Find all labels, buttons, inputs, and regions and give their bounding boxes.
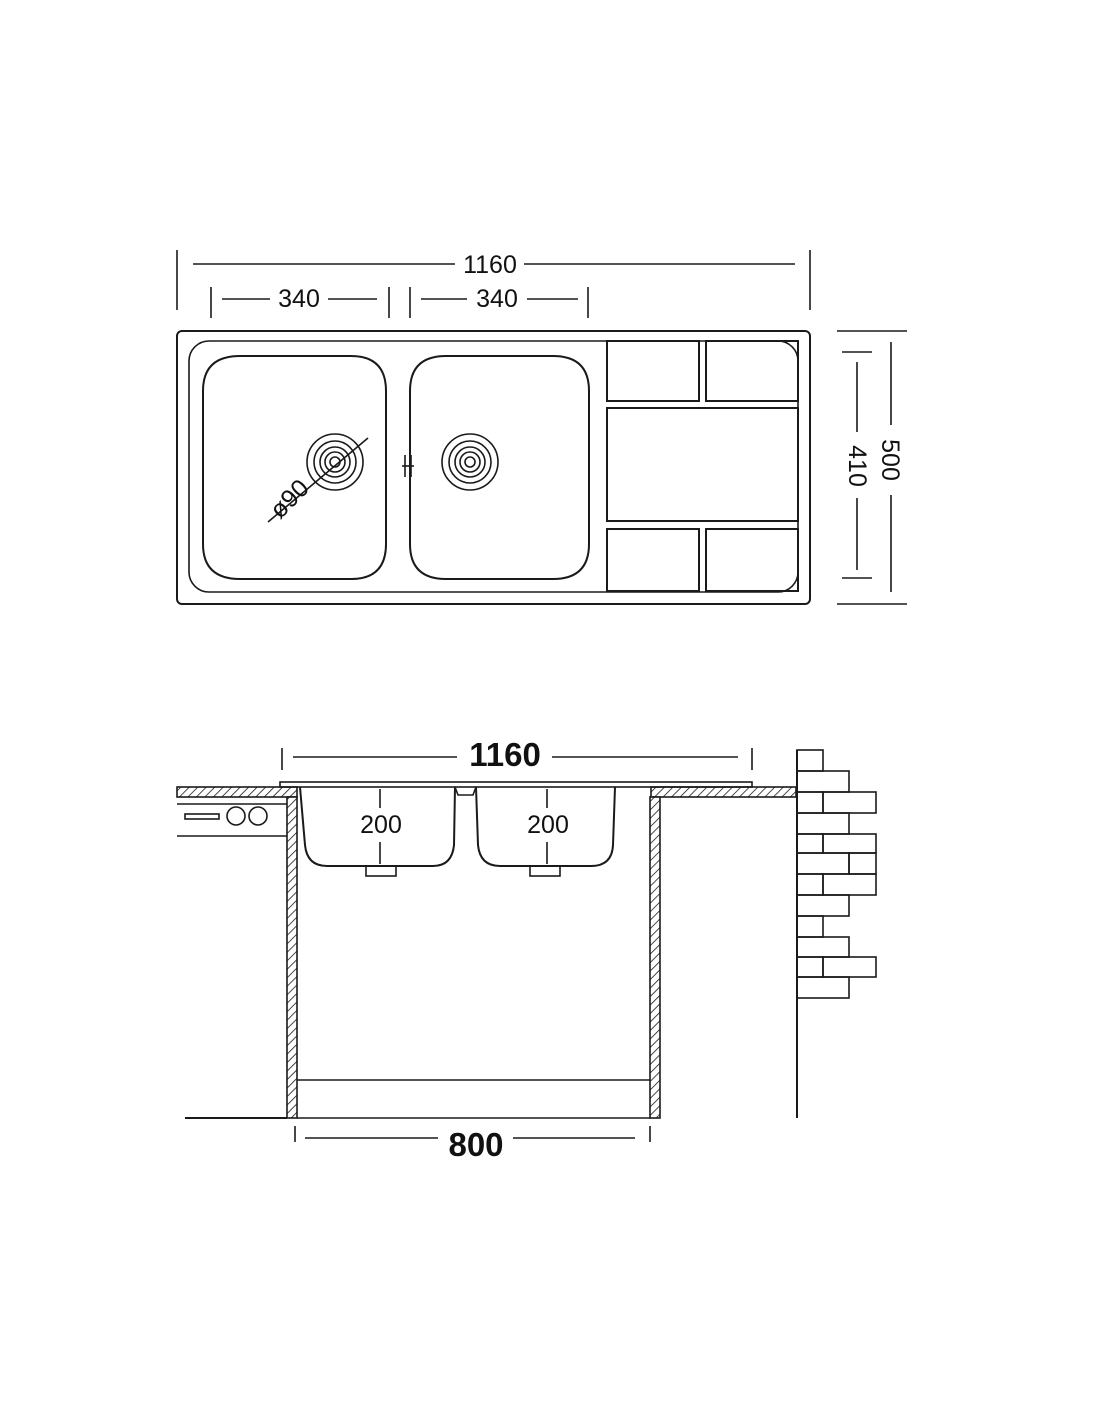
cabinet-width-label: 800 xyxy=(448,1126,503,1163)
overall-width-label: 1160 xyxy=(463,251,517,279)
cabinet-right-wall xyxy=(649,796,661,1119)
overflow-connector xyxy=(402,455,414,477)
countertop-right xyxy=(650,786,797,798)
overall-depth-dimension: 500 xyxy=(837,330,907,605)
side-right-depth-label: 200 xyxy=(527,811,569,839)
cabinet-left-wall xyxy=(286,796,298,1119)
side-left-drain xyxy=(365,865,397,877)
side-left-depth-label: 200 xyxy=(360,811,402,839)
brick-wall xyxy=(796,749,877,1118)
right-bowl xyxy=(409,355,590,580)
inner-depth-label: 410 xyxy=(843,445,871,487)
side-left-depth-dimension: 200 xyxy=(360,789,402,864)
inner-depth-dimension: 410 xyxy=(842,351,872,579)
left-bowl xyxy=(202,355,387,580)
right-drain xyxy=(441,433,499,491)
bowl-divider xyxy=(454,786,477,796)
drainboard xyxy=(606,340,799,592)
sink-outer-outline xyxy=(176,330,811,605)
side-right-depth-dimension: 200 xyxy=(527,789,569,864)
drain-diameter-label: ø90 xyxy=(264,474,314,524)
side-overall-width-label: 1160 xyxy=(469,736,541,773)
bowl-left-width-label: 340 xyxy=(278,285,320,313)
overall-depth-label: 500 xyxy=(876,439,904,481)
side-overall-width-dimension: 1160 xyxy=(281,736,753,773)
cabinet-width-dimension: 800 xyxy=(294,1126,651,1163)
bowl-right-width-dimension: 340 xyxy=(409,285,589,318)
left-drain xyxy=(306,433,364,491)
adjacent-appliance xyxy=(177,803,287,837)
top-view: 1160 340 340 xyxy=(176,250,907,605)
sink-top-plate xyxy=(279,781,753,788)
side-right-drain xyxy=(529,865,561,877)
bowl-right-width-label: 340 xyxy=(476,285,518,313)
side-view: 1160 200 200 xyxy=(176,736,877,1163)
bowl-left-width-dimension: 340 xyxy=(210,285,390,318)
countertop-left xyxy=(176,786,298,798)
overall-width-dimension: 1160 xyxy=(176,250,811,310)
